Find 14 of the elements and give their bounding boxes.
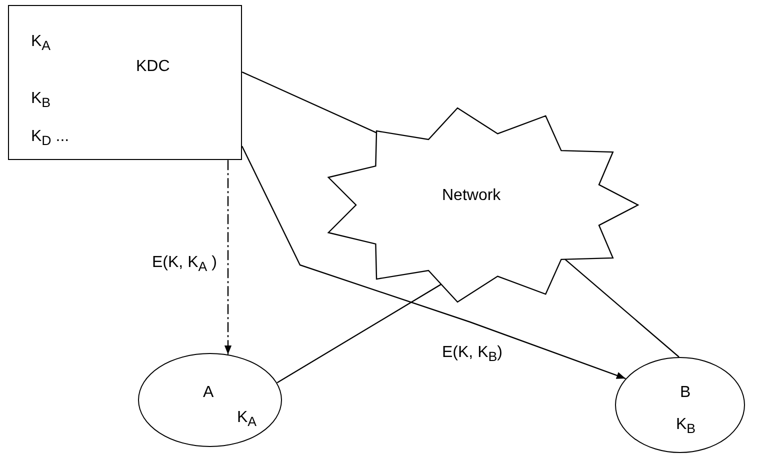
arrow (241, 146, 626, 380)
node-text: K$_{B}$ (676, 416, 696, 437)
node-ellipse (138, 353, 282, 447)
node-text: B (680, 384, 691, 402)
kdc-box (8, 5, 242, 160)
node-text: Network (442, 187, 501, 205)
node-ellipse (615, 357, 745, 453)
node-text: KDC (136, 58, 170, 76)
node-text: K$_{A}$ (31, 33, 51, 54)
node-text: K$_{D}$ ... (31, 128, 70, 149)
node-text: A (203, 384, 214, 402)
node-text: K$_{A}$ (237, 409, 257, 430)
node-text: K$_{B}$ (31, 90, 51, 111)
arrow (224, 160, 232, 354)
